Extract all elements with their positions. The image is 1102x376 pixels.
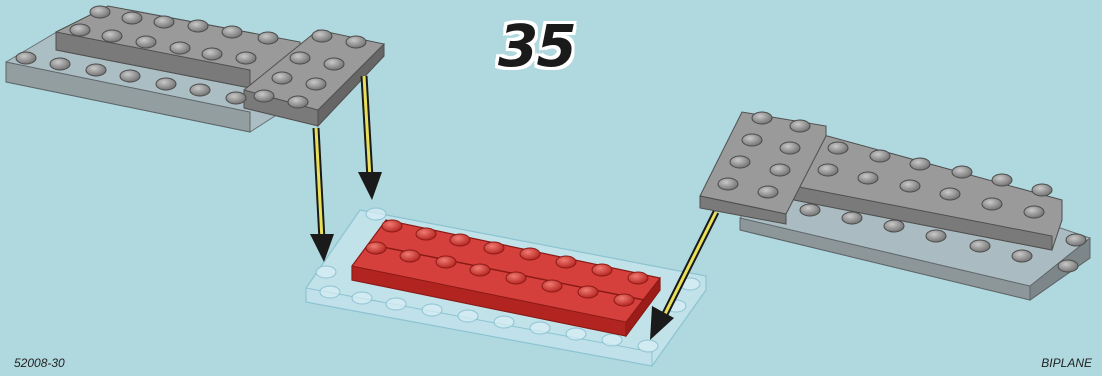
gray-plate-group-left [6,6,384,132]
set-id-label: 52008-30 [14,356,65,370]
center-assembly [306,208,706,366]
step-number: 35 [498,14,575,78]
gray-plate-group-right [700,112,1090,300]
model-name-label: BIPLANE [1041,356,1092,370]
arrow-left-1 [310,128,334,262]
arrow-left-2 [358,76,382,200]
